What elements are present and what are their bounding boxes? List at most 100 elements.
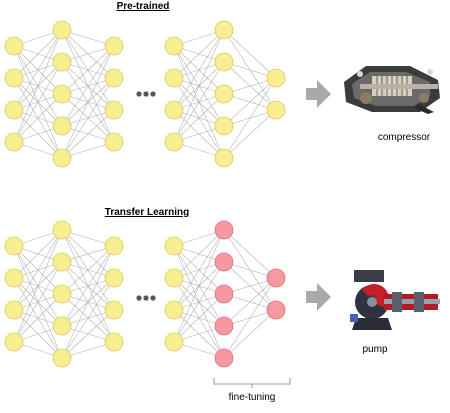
pretrained-edge (173, 29, 225, 143)
pretrained-ellipsis-dot (150, 91, 156, 97)
transfer-edge (13, 229, 63, 343)
transfer-ellipsis-dot (143, 295, 149, 301)
transfer-edge (223, 277, 277, 359)
transfer-edge (173, 261, 225, 343)
pretrained-edge (223, 29, 277, 79)
transfer-edge (61, 277, 115, 359)
transfer-edge (61, 309, 115, 359)
transfer-node-l0-2 (4, 300, 24, 320)
pretrained-node-l5-0 (266, 68, 286, 88)
pretrained-node-l4-3 (214, 116, 234, 136)
pretrained-node-l0-0 (4, 36, 24, 56)
transfer-node-l0-1 (4, 268, 24, 288)
transfer-node-l2-1 (104, 268, 124, 288)
transfer-edge (173, 293, 225, 343)
pretrained-node-l4-0 (214, 20, 234, 40)
pretrained-edge (173, 93, 225, 143)
transfer-node-l1-2 (52, 284, 72, 304)
pretrained-node-l1-1 (52, 52, 72, 72)
pretrained-node-l1-2 (52, 84, 72, 104)
pretrained-node-l2-2 (104, 100, 124, 120)
pretrained-node-l3-2 (164, 100, 184, 120)
transfer-node-l4-0 (214, 220, 234, 240)
transfer-node-l2-2 (104, 300, 124, 320)
pump-label: pump (362, 344, 388, 355)
transfer-edge (13, 229, 63, 279)
pretrained-node-l3-1 (164, 68, 184, 88)
pretrained-edge (61, 45, 115, 95)
fine-tuning-bracket (213, 378, 291, 388)
transfer-node-l1-3 (52, 316, 72, 336)
transfer-node-l4-3 (214, 316, 234, 336)
pretrained-node-l1-0 (52, 20, 72, 40)
transfer-node-l0-0 (4, 236, 24, 256)
pretrained-ellipsis-dot (136, 91, 142, 97)
pretrained-node-l4-4 (214, 148, 234, 168)
transfer-node-l1-1 (52, 252, 72, 272)
transfer-ellipsis-dot (136, 295, 142, 301)
transfer-edge (173, 229, 225, 343)
pretrained-node-l3-3 (164, 132, 184, 152)
pretrained-edge (223, 77, 277, 127)
pretrained-node-l4-2 (214, 84, 234, 104)
pretrained-edge (13, 93, 63, 143)
pretrained-node-l5-1 (266, 100, 286, 120)
transfer-node-l2-0 (104, 236, 124, 256)
pretrained-node-l4-1 (214, 52, 234, 72)
transfer-node-l1-4 (52, 348, 72, 368)
transfer-node-l3-2 (164, 300, 184, 320)
pretrained-node-l2-1 (104, 68, 124, 88)
transfer-node-l4-2 (214, 284, 234, 304)
transfer-node-l5-0 (266, 268, 286, 288)
transfer-learning-title: Transfer Learning (104, 207, 190, 218)
transfer-edge (173, 229, 225, 279)
transfer-edge (61, 245, 115, 359)
pretrained-node-l0-3 (4, 132, 24, 152)
pretrained-node-l1-3 (52, 116, 72, 136)
pretrained-edge (61, 45, 115, 127)
transfer-edge (13, 229, 63, 311)
transfer-edge (13, 261, 63, 343)
transfer-node-l1-0 (52, 220, 72, 240)
transfer-edge (223, 277, 277, 327)
transfer-node-l3-1 (164, 268, 184, 288)
transfer-edge (13, 293, 63, 343)
pretrained-edge (13, 29, 63, 79)
transfer-edge (223, 309, 277, 359)
transfer-edge (173, 229, 225, 311)
transfer-node-l0-3 (4, 332, 24, 352)
pretrained-node-l3-0 (164, 36, 184, 56)
pretrained-edge (223, 109, 277, 159)
pretrained-node-l2-0 (104, 36, 124, 56)
transfer-node-l3-3 (164, 332, 184, 352)
pretrained-ellipsis-dot (143, 91, 149, 97)
pretrained-node-l2-3 (104, 132, 124, 152)
pretrained-edge (173, 29, 225, 79)
transfer-ellipsis-dot (150, 295, 156, 301)
transfer-node-l4-4 (214, 348, 234, 368)
pretrained-edge (61, 77, 115, 159)
pretrained-edge (61, 45, 115, 159)
transfer-node-l4-1 (214, 252, 234, 272)
fine-tuning-label: fine-tuning (228, 392, 276, 403)
pretrained-title: Pre-trained (116, 1, 170, 12)
pretrained-node-l0-2 (4, 100, 24, 120)
pretrained-edge (13, 61, 63, 143)
pretrained-edge (173, 29, 225, 111)
pretrained-edge (61, 109, 115, 159)
transfer-edge (223, 229, 277, 279)
pretrained-node-l1-4 (52, 148, 72, 168)
transfer-node-l5-1 (266, 300, 286, 320)
bottom-arrow (306, 283, 331, 311)
transfer-edge (61, 245, 115, 295)
pretrained-edge (223, 77, 277, 159)
pretrained-edge (13, 29, 63, 111)
pretrained-edge (13, 29, 63, 143)
top-arrow (306, 80, 331, 108)
transfer-node-l2-3 (104, 332, 124, 352)
transfer-node-l3-0 (164, 236, 184, 256)
pump-image (350, 270, 440, 330)
compressor-image (344, 66, 440, 114)
